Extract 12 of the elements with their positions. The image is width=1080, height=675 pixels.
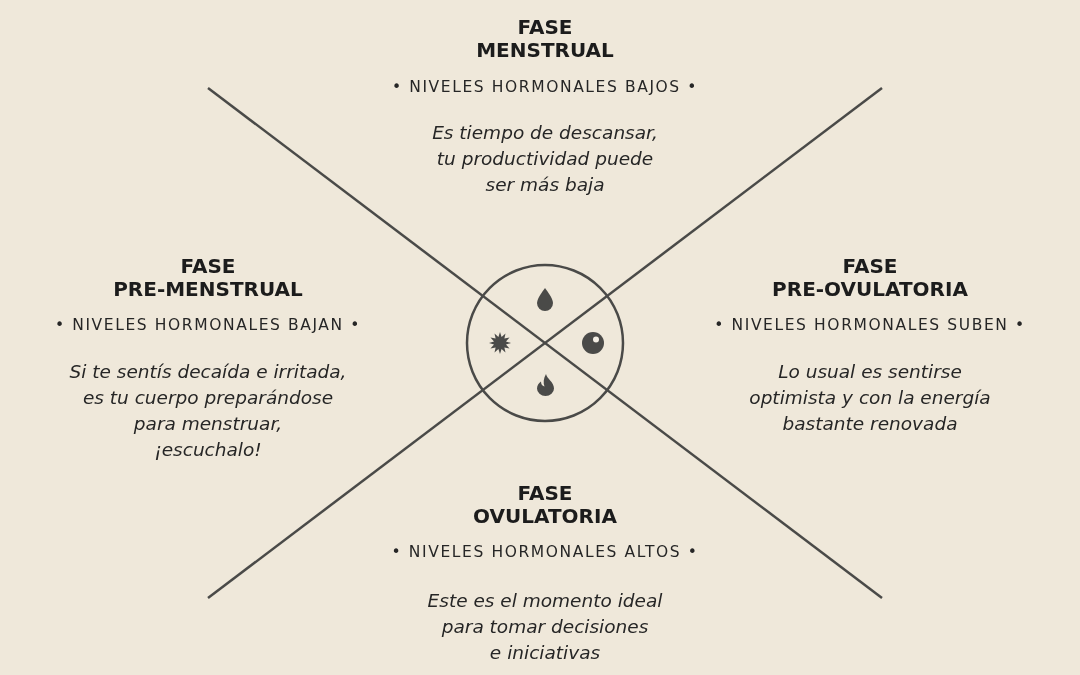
phase-heading: FASE PRE-MENSTRUAL	[113, 255, 303, 301]
hormone-level-text: • NIVELES HORMONALES SUBEN •	[714, 315, 1026, 335]
phase-description: Es tiempo de descansar, tu productividad puede ser más baja	[432, 121, 658, 197]
phase-description: Si te sentís decaída e irritada, es tu cuerpo preparándose para menstruar, ¡escuchalo!	[69, 360, 347, 462]
hormone-level-text: • NIVELES HORMONALES BAJAN •	[54, 315, 362, 335]
phase-heading: FASE OVULATORIA	[473, 482, 617, 528]
phase-heading: FASE PRE-OVULATORIA	[772, 255, 968, 301]
hormone-level-text: • NIVELES HORMONALES ALTOS •	[391, 542, 699, 562]
phase-heading: FASE MENSTRUAL	[476, 16, 614, 62]
phase-description: Lo usual es sentirse optimista y con la energía bastante renovada	[749, 360, 991, 436]
phase-description: Este es el momento ideal para tomar decisiones e iniciativas	[427, 589, 663, 665]
hormone-level-text: • NIVELES HORMONALES BAJOS •	[391, 77, 699, 97]
